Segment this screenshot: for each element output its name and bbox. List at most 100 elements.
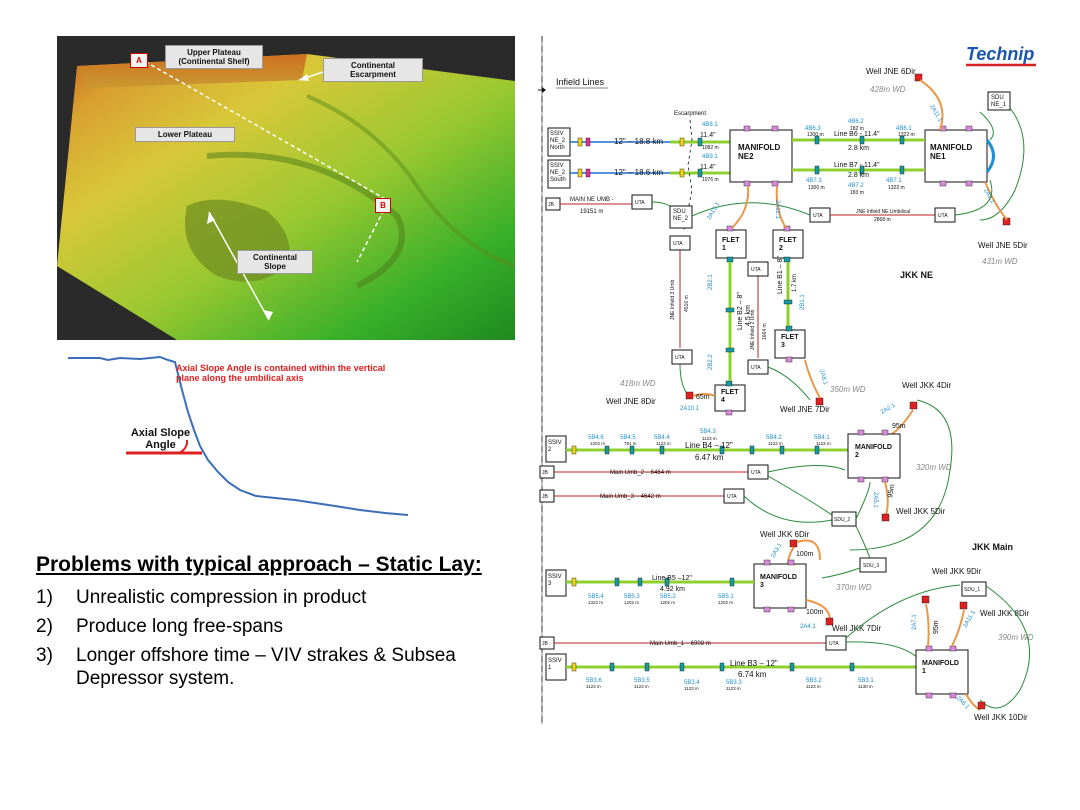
marker-b: B — [375, 198, 391, 213]
svg-text:JNE Infield 3 Umb: JNE Infield 3 Umb — [670, 279, 676, 320]
svg-text:2B2.2: 2B2.2 — [708, 354, 714, 370]
uta-umb1: UTA — [825, 635, 847, 651]
svg-text:11.4": 11.4" — [700, 132, 716, 139]
svg-text:JNE Infield 2 Umb: JNE Infield 2 Umb — [750, 309, 756, 350]
svg-text:1322 m: 1322 m — [898, 132, 915, 138]
svg-text:1123 m: 1123 m — [768, 441, 783, 446]
terrain-3d-image: A B Upper Plateau (Continental Shelf) Co… — [57, 36, 515, 340]
infield-lines-label: Infield Lines — [556, 77, 605, 87]
svg-text:100m: 100m — [796, 551, 814, 558]
svg-text:2.8 km: 2.8 km — [848, 172, 869, 179]
depth-370: 370m WD — [836, 583, 872, 592]
problem-text: Longer offshore time – VIV strakes & Sub… — [76, 645, 456, 689]
svg-text:5B3.4: 5B3.4 — [684, 680, 700, 686]
svg-text:JB: JB — [548, 202, 555, 208]
seabed-profile-line — [68, 355, 409, 516]
problem-number: 1) — [36, 587, 53, 608]
uta-flet2: UTA — [747, 261, 769, 277]
svg-text:2A12.1: 2A12.1 — [774, 200, 780, 220]
sdu-1: SDU_1 — [961, 581, 987, 597]
svg-text:5B5.3: 5B5.3 — [624, 594, 640, 600]
uta-ne2: UTA — [669, 235, 691, 251]
depth-350: 350m WD — [830, 385, 866, 394]
svg-text:Main Umb_1 – 6908 m: Main Umb_1 – 6908 m — [650, 641, 711, 647]
area-jkk-ne: JKK NE — [900, 270, 933, 280]
svg-text:1322 m: 1322 m — [888, 185, 905, 191]
svg-text:1123 m: 1123 m — [684, 686, 699, 691]
svg-text:2A13.1: 2A13.1 — [707, 201, 722, 221]
svg-text:5B4.3: 5B4.3 — [700, 429, 716, 435]
jb-2: JB — [539, 465, 555, 479]
well-jne-8dir: Well JNE 8Dir — [606, 397, 656, 406]
svg-text:Line B6 - 11.4": Line B6 - 11.4" — [834, 131, 880, 138]
problem-item: 1) Unrealistic compression in product — [36, 586, 516, 609]
svg-text:4B9.1: 4B9.1 — [702, 154, 718, 160]
svg-text:5B3.1: 5B3.1 — [858, 678, 874, 684]
svg-text:Line B1 – 8": Line B1 – 8" — [777, 256, 784, 294]
technip-logo: Technip — [966, 44, 1034, 64]
svg-text:5B3.5: 5B3.5 — [634, 678, 650, 684]
svg-text:1082 m: 1082 m — [702, 145, 719, 151]
sdu-3: SDU_3 — [859, 557, 887, 573]
well-jkk-9dir: Well JKK 9Dir — [932, 567, 982, 576]
problem-text: Unrealistic compression in product — [76, 587, 367, 608]
jb-1: JB — [539, 636, 555, 650]
svg-text:2A8.1: 2A8.1 — [818, 369, 828, 386]
svg-text:1664 m: 1664 m — [762, 323, 768, 340]
svg-text:6.47 km: 6.47 km — [695, 453, 724, 462]
depth-390: 390m WD — [998, 633, 1034, 642]
depth-431: 431m WD — [982, 257, 1018, 266]
svg-text:791 m: 791 m — [624, 441, 637, 446]
svg-text:SDU_1: SDU_1 — [964, 587, 980, 593]
svg-text:5B4.6: 5B4.6 — [588, 435, 604, 441]
depth-428: 428m WD — [870, 85, 906, 94]
svg-text:5B5.4: 5B5.4 — [588, 594, 604, 600]
uta-umb2: UTA — [747, 464, 769, 480]
svg-text:182 m: 182 m — [850, 126, 864, 132]
svg-text:6.74 km: 6.74 km — [738, 670, 767, 679]
uta-umb3: UTA — [723, 488, 745, 504]
svg-text:UTA: UTA — [635, 200, 645, 206]
svg-text:Line B2 – 8": Line B2 – 8" — [737, 292, 744, 330]
svg-text:4B6.2: 4B6.2 — [848, 119, 864, 125]
jb-3: JB — [539, 489, 555, 503]
svg-text:2A2.1: 2A2.1 — [880, 402, 897, 415]
svg-text:SDU_3: SDU_3 — [863, 563, 879, 569]
problem-number: 3) — [36, 645, 53, 666]
svg-text:2.8 km: 2.8 km — [848, 145, 869, 152]
escarpment-label: Escarpment — [674, 111, 706, 117]
svg-text:4B7.2: 4B7.2 — [848, 183, 864, 189]
problem-number: 2) — [36, 616, 53, 637]
svg-text:11.4": 11.4" — [700, 164, 716, 171]
well-jkk-4dir: Well JKK 4Dir — [902, 381, 952, 390]
uta-ne-main: UTA — [631, 194, 653, 210]
svg-text:2A5.1: 2A5.1 — [872, 492, 878, 508]
svg-text:1123 m: 1123 m — [656, 441, 671, 446]
svg-text:100m: 100m — [806, 609, 824, 616]
svg-text:1202 m: 1202 m — [590, 441, 605, 446]
svg-text:UTA: UTA — [727, 494, 737, 500]
svg-text:2A11.1: 2A11.1 — [963, 609, 978, 629]
svg-text:2B1.1: 2B1.1 — [800, 294, 806, 310]
well-jne-6dir: Well JNE 6Dir — [866, 67, 916, 76]
svg-text:JB: JB — [542, 641, 549, 647]
svg-text:5B4.2: 5B4.2 — [766, 435, 782, 441]
angle-arc — [177, 439, 189, 454]
